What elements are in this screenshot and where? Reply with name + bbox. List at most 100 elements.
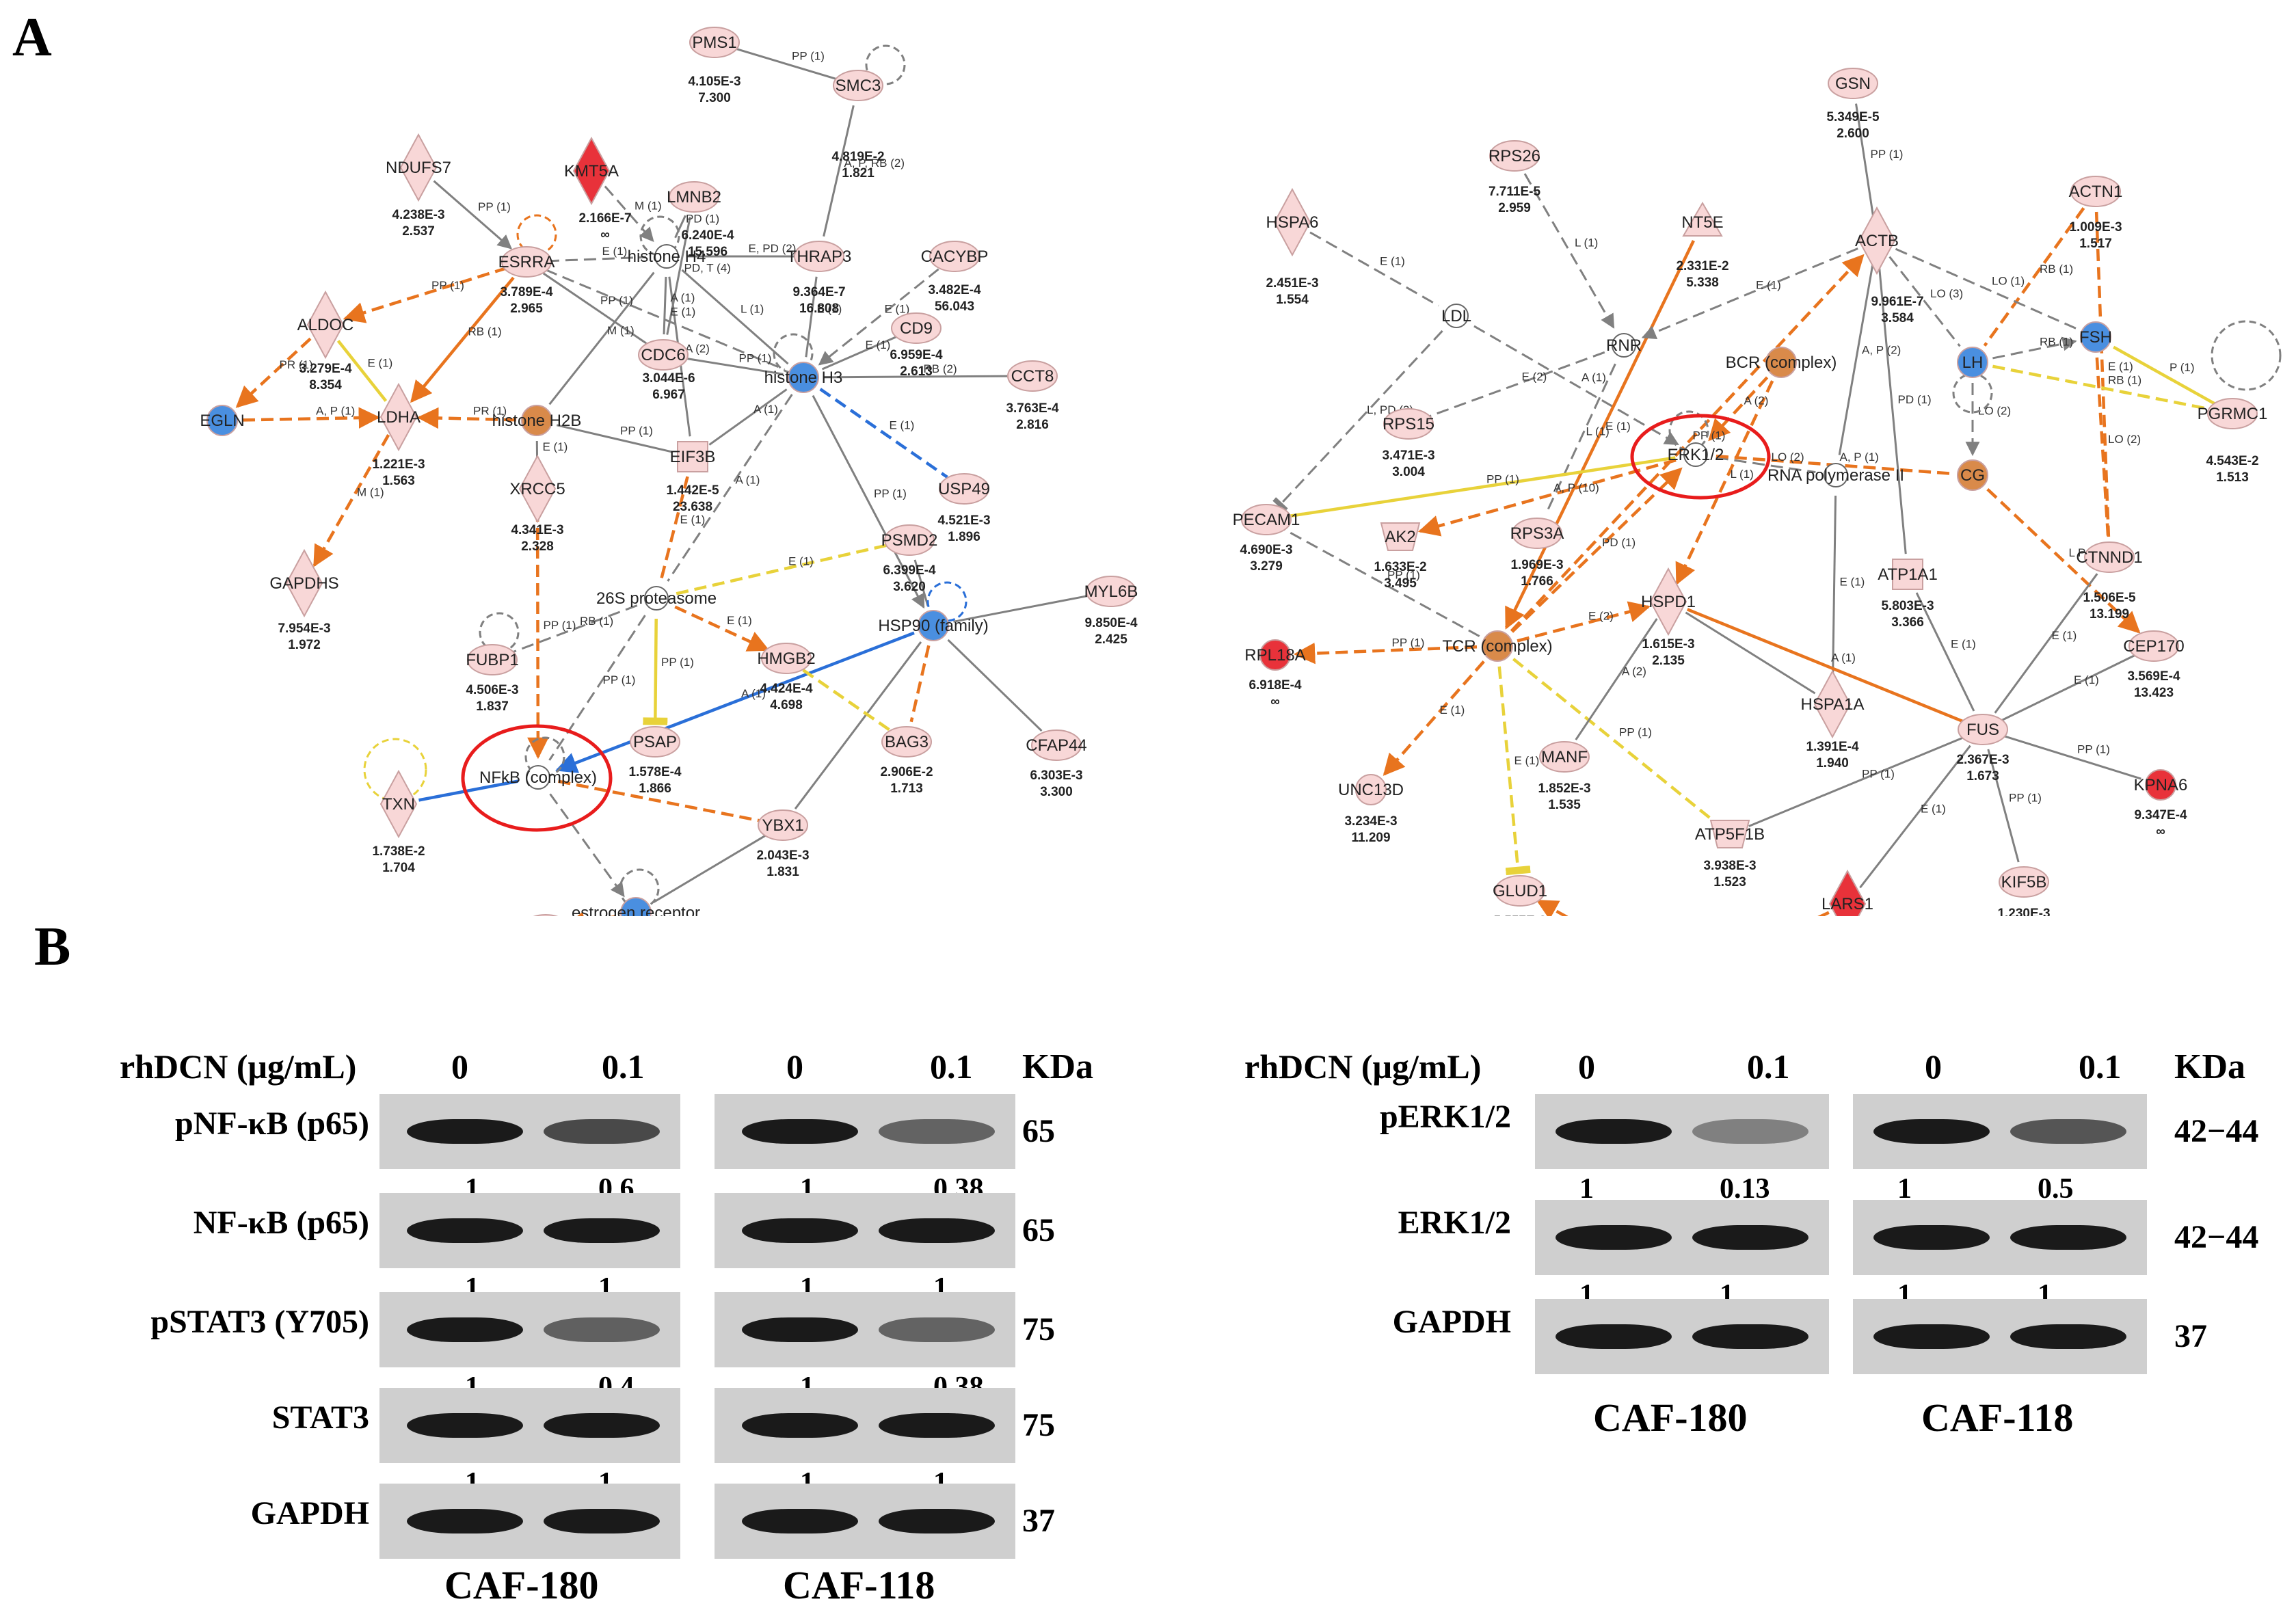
node-fold-change: 23.638 xyxy=(673,500,712,514)
band xyxy=(742,1413,858,1438)
edge-label: A (1) xyxy=(736,474,760,487)
node-pvalue: 3.938E-3 xyxy=(1703,859,1756,873)
edge-label: LO (1) xyxy=(1992,275,2025,288)
protein-label: GAPDH xyxy=(1392,1304,1511,1340)
blot-image xyxy=(1853,1200,2147,1275)
node-pvalue: 4.341E-3 xyxy=(511,523,563,537)
node-fold-change: 3.495 xyxy=(1384,576,1417,591)
band xyxy=(1873,1225,1990,1250)
edge-TCR-PECAM1 xyxy=(1283,528,1480,637)
node-label: PSAP xyxy=(633,733,677,751)
node-pvalue: 1.230E-3 xyxy=(1997,907,2050,916)
node-pvalue: 4.690E-3 xyxy=(1240,543,1292,557)
edge-label: PP (1) xyxy=(1486,473,1519,486)
edge-label: E (1) xyxy=(788,555,814,568)
edge-label: E (1) xyxy=(680,513,706,526)
edge-label: LO (2) xyxy=(2108,433,2141,446)
edge-label: PP (1) xyxy=(1387,569,1420,582)
node-fold-change: 7.300 xyxy=(698,91,731,105)
node-pvalue: 2.331E-2 xyxy=(1676,259,1728,273)
edge-label: A (1) xyxy=(1831,652,1856,665)
edge-label: E (2) xyxy=(1522,371,1547,384)
dose-label: 0.1 xyxy=(930,1047,973,1086)
edge-FUS-CEP170 xyxy=(2001,654,2136,722)
node-label: MYL6B xyxy=(1084,582,1138,601)
edge-label: PP (1) xyxy=(603,673,636,686)
node-label: CG xyxy=(1960,466,1985,485)
node-label: RPS15 xyxy=(1383,415,1434,433)
edge-label: PD (1) xyxy=(686,213,719,226)
node-fold-change: 3.584 xyxy=(1881,311,1914,325)
edge-HSP90-CFAP44 xyxy=(947,639,1043,732)
node-pvalue: 1.221E-3 xyxy=(372,457,425,472)
node-pvalue: 9.347E-4 xyxy=(2134,808,2187,822)
node-label: CFAP44 xyxy=(1026,736,1086,755)
node-fold-change: ∞ xyxy=(600,228,610,242)
node-fold-change: 11.209 xyxy=(1351,831,1390,845)
edge-LMNB2-CDC6 xyxy=(666,217,691,335)
kda-value: 37 xyxy=(2174,1318,2207,1354)
edge-ACTB-RNR xyxy=(1641,247,1858,340)
node-pvalue: 1.442E-5 xyxy=(666,483,719,498)
node-pvalue: 4.521E-3 xyxy=(937,513,990,528)
edge-label: PP (1) xyxy=(620,425,653,438)
edge-label: E (1) xyxy=(1514,754,1540,767)
blot-image xyxy=(379,1484,680,1559)
dose-label: 0.1 xyxy=(2079,1047,2122,1086)
edge-label: LO (2) xyxy=(1978,405,2011,418)
band xyxy=(879,1218,995,1243)
edge-LH-FSH xyxy=(1992,336,2077,360)
edge-ATP1A1-FUS xyxy=(1915,592,1975,712)
node-fsh: FSH xyxy=(2079,321,2112,353)
edge-LH-PGRMC1 xyxy=(1992,364,2213,412)
edge-H4-CDC6 xyxy=(663,276,667,335)
node-label: CDC6 xyxy=(641,346,685,364)
edge-label: P (1) xyxy=(2170,361,2195,374)
node-fold-change: 2.613 xyxy=(900,364,933,379)
edge-TCR-ATP5F1B xyxy=(1512,658,1716,822)
treatment-label: rhDCN (μg/mL) xyxy=(120,1047,357,1086)
blot-image xyxy=(1535,1094,1829,1169)
edge-RNAP-HSPA1A xyxy=(1831,495,1837,684)
self-loop xyxy=(619,868,660,909)
edge-H3-P26S xyxy=(667,394,793,582)
edge-H3-USP49 xyxy=(819,388,948,479)
edge-label: E (1) xyxy=(1605,420,1631,433)
band xyxy=(1692,1225,1808,1250)
node-label: CD9 xyxy=(900,319,933,338)
node-pvalue: 6.303E-3 xyxy=(1030,768,1082,783)
edge-P26S-FUBP1 xyxy=(511,604,638,654)
node-fold-change: 4.698 xyxy=(770,698,803,712)
edge-label: A (2) xyxy=(1622,665,1646,678)
node-label: PECAM1 xyxy=(1233,511,1300,529)
edge-label: A, P (1) xyxy=(1840,451,1879,464)
node-label: HSP90 (family) xyxy=(878,617,988,635)
edge-LDL-PECAM1 xyxy=(1272,330,1443,512)
edge-P26S-PSAP xyxy=(643,618,668,725)
node-label: CEP170 xyxy=(2123,637,2184,656)
edge-label: E (1) xyxy=(727,614,752,627)
protein-label: ERK1/2 xyxy=(1398,1205,1511,1241)
node-fold-change: 1.704 xyxy=(382,861,415,875)
node-fold-change: 2.537 xyxy=(402,224,435,239)
edge-ESRRA-CDC6 xyxy=(542,272,648,345)
edge-P26S-NFKB xyxy=(548,615,646,761)
edge-label: E (1) xyxy=(890,419,915,432)
edge-CDC6-H3 xyxy=(683,357,784,375)
edge-label: PR (1) xyxy=(473,405,507,418)
edge-label: L (1) xyxy=(1575,237,1598,250)
edge-label: L (1) xyxy=(1586,425,1610,438)
node-pvalue: 5.803E-3 xyxy=(1881,599,1934,613)
